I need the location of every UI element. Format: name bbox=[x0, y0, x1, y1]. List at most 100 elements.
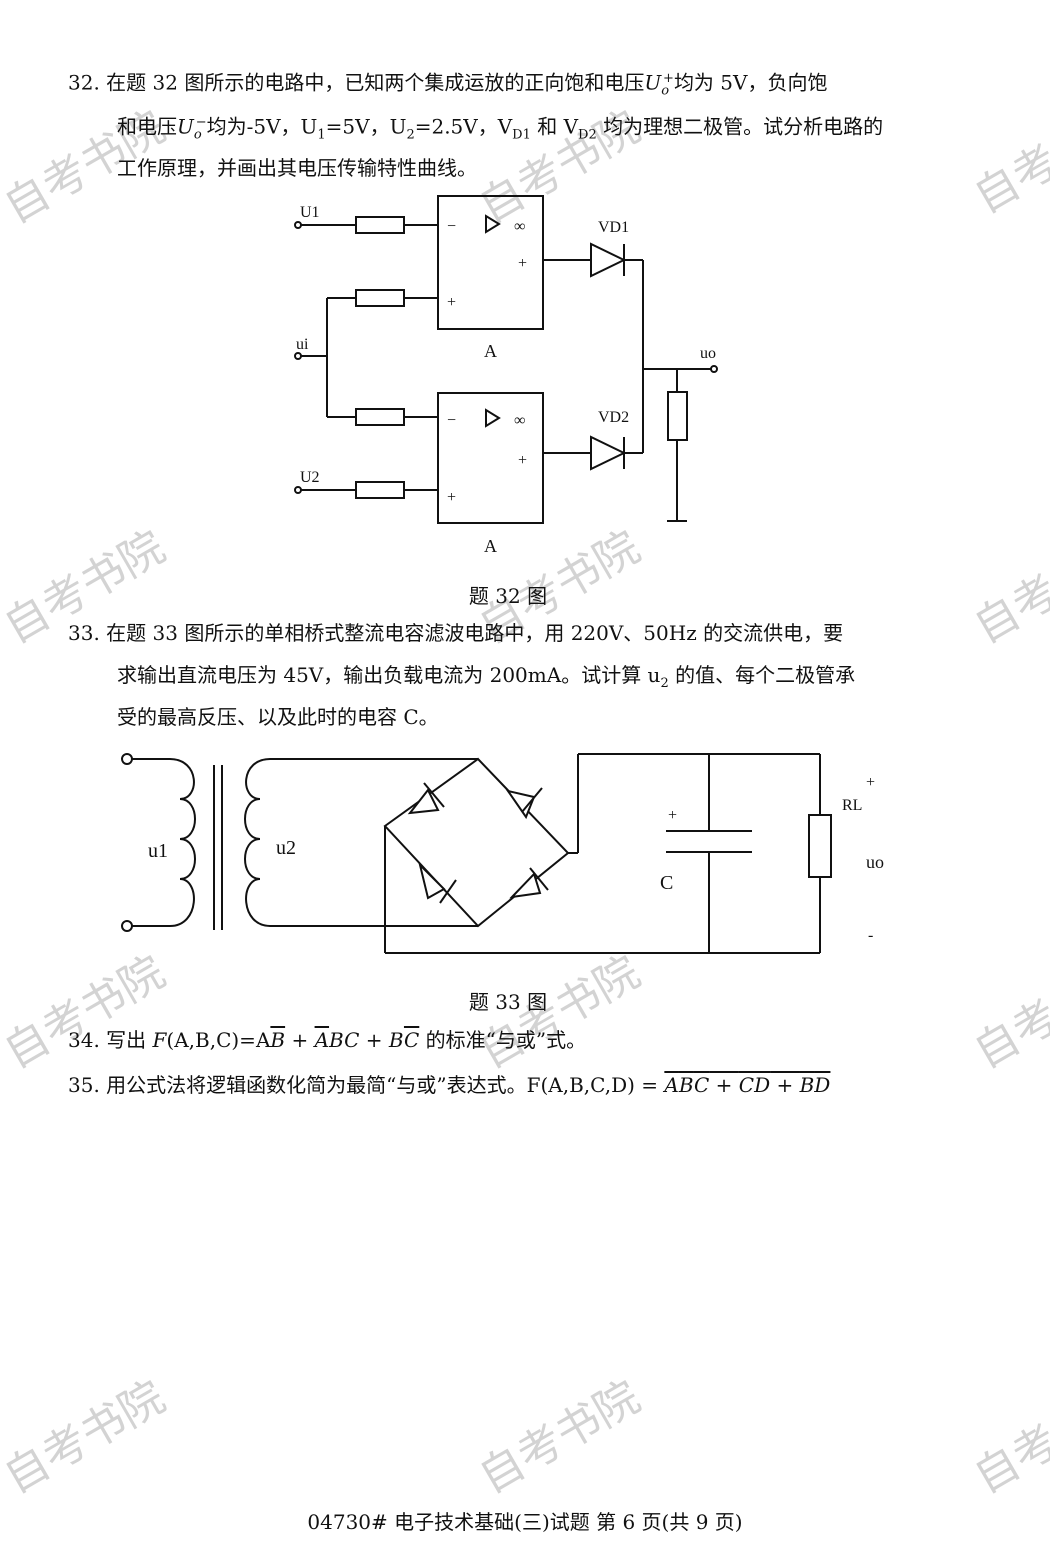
q32-sub: D1 bbox=[512, 127, 531, 143]
figure-33-circuit: u1 u2 + C RL + uo - bbox=[121, 753, 884, 954]
op-amp-minus: − bbox=[447, 412, 456, 429]
figure-33-caption: 题 33 图 bbox=[468, 990, 548, 1014]
primary-coil bbox=[132, 758, 196, 927]
q32-line-1: 32. 在题 32 图所示的电路中，已知两个集成运放的正向饱和电压Uo+均为 5… bbox=[68, 70, 828, 99]
q32-uo-symbol: U bbox=[177, 114, 194, 139]
label-out-minus: - bbox=[868, 927, 873, 944]
page-footer: 04730# 电子技术基础(三)试题 第 6 页(共 9 页) bbox=[307, 1510, 743, 1534]
label-u1: U1 bbox=[300, 204, 320, 221]
q33-line-3: 受的最高反压、以及此时的电容 C。 bbox=[117, 702, 439, 732]
label-u2: u2 bbox=[276, 837, 296, 859]
q34-text: (A,B,C)=A bbox=[166, 1028, 271, 1052]
label-amp-a: A bbox=[484, 341, 497, 361]
q34-function: F bbox=[152, 1028, 167, 1052]
label-u1: u1 bbox=[148, 840, 168, 862]
op-amp-triangle-icon bbox=[485, 214, 501, 234]
q32-sub: 1 bbox=[317, 127, 326, 143]
q32-uo-sup: + bbox=[663, 71, 674, 86]
q33-line-2: 求输出直流电压为 45V，输出负载电流为 200mA。试计算 u2 的值、每个二… bbox=[117, 660, 855, 699]
diode-icon bbox=[509, 872, 542, 899]
q35-expression: ABC + CD + BD bbox=[664, 1073, 830, 1097]
bridge-rectifier bbox=[383, 757, 570, 928]
op-amp-plus: + bbox=[447, 294, 456, 311]
q35-line: 35. 用公式法将逻辑函数化简为最简“与或”表达式。F(A,B,C,D) = A… bbox=[68, 1073, 831, 1097]
q32-uo-sup: − bbox=[195, 115, 207, 130]
resistor bbox=[355, 289, 405, 307]
q32-uo-sub: o bbox=[193, 127, 202, 143]
q32-text: 均为 5V，负向饱 bbox=[673, 70, 828, 95]
op-amp-b bbox=[437, 392, 544, 524]
q32-text: =5V，U bbox=[325, 114, 407, 139]
label-uo: uo bbox=[700, 345, 716, 362]
q34-text: + bbox=[285, 1028, 315, 1052]
op-amp-a bbox=[437, 195, 544, 330]
diode-icon bbox=[407, 788, 440, 815]
label-u2: U2 bbox=[300, 469, 320, 486]
label-cap-plus: + bbox=[668, 807, 677, 824]
q33-text: 受的最高反压、以及此时的电容 C。 bbox=[117, 705, 439, 729]
q32-text: 和 V bbox=[530, 114, 579, 139]
q35-term: C bbox=[738, 1073, 755, 1097]
op-amp-infinity: ∞ bbox=[514, 412, 525, 429]
q32-text: 均为理想二极管。试分析电路的 bbox=[596, 114, 884, 139]
watermark: 自考书院 bbox=[470, 1371, 649, 1504]
secondary-coil bbox=[244, 758, 271, 927]
load-resistor bbox=[667, 391, 688, 441]
label-out-plus: + bbox=[866, 774, 875, 791]
q35-text: + bbox=[770, 1073, 800, 1097]
op-amp-triangle-icon bbox=[485, 408, 501, 428]
diode-vd1-icon bbox=[590, 242, 627, 278]
q32-uo-symbol: U bbox=[644, 70, 662, 95]
diode-icon bbox=[418, 861, 446, 900]
op-amp-minus: − bbox=[447, 218, 456, 235]
diode-icon bbox=[505, 789, 536, 820]
q33-text: 求输出直流电压为 45V，输出负载电流为 200mA。试计算 u bbox=[117, 663, 661, 687]
q34-text: 的标准“与或”式。 bbox=[419, 1028, 587, 1052]
q35-text: + bbox=[709, 1073, 739, 1097]
op-amp-plus-out: + bbox=[518, 452, 527, 469]
q35-number: 35 bbox=[68, 1073, 94, 1097]
q34-text: + B bbox=[359, 1028, 404, 1052]
resistor bbox=[355, 408, 405, 426]
q32-number: 32 bbox=[68, 70, 94, 95]
q34-number: 34 bbox=[68, 1028, 94, 1052]
label-vd1: VD1 bbox=[598, 219, 629, 236]
watermark: 自考书院 bbox=[0, 1371, 174, 1504]
q34-line: 34. 写出 F(A,B,C)=AB + ABC + BC 的标准“与或”式。 bbox=[68, 1028, 587, 1052]
figure-32-caption: 题 32 图 bbox=[468, 584, 548, 608]
q32-sub: D2 bbox=[578, 127, 597, 143]
q34-term: C bbox=[403, 1028, 420, 1052]
q32-text: 和电压 bbox=[117, 114, 177, 139]
label-amp-b: A bbox=[484, 536, 497, 556]
op-amp-infinity: ∞ bbox=[514, 218, 525, 235]
diode-vd2-icon bbox=[590, 435, 627, 471]
q33-sub: 2 bbox=[660, 676, 669, 691]
q32-text: 在题 32 图所示的电路中，已知两个集成运放的正向饱和电压 bbox=[106, 70, 645, 95]
watermark: 自考书院 bbox=[965, 1371, 1050, 1504]
q33-number: 33 bbox=[68, 621, 94, 645]
q34-term: BC bbox=[329, 1028, 360, 1052]
q34-term: A bbox=[314, 1028, 330, 1052]
q32-sub: 2 bbox=[406, 127, 415, 143]
q34-term: B bbox=[270, 1028, 286, 1052]
load-resistor-rl bbox=[808, 814, 832, 878]
q35-term: B bbox=[678, 1073, 694, 1097]
q32-text: =2.5V，V bbox=[414, 114, 513, 139]
label-uo: uo bbox=[866, 852, 884, 872]
q35-term: A bbox=[664, 1073, 679, 1097]
op-amp-plus: + bbox=[447, 489, 456, 506]
q35-term: D bbox=[754, 1073, 771, 1097]
q35-term: C bbox=[693, 1073, 710, 1097]
op-amp-plus-out: + bbox=[518, 255, 527, 272]
label-vd2: VD2 bbox=[598, 409, 629, 426]
q33-text: 在题 33 图所示的单相桥式整流电容滤波电路中，用 220V、50Hz 的交流供… bbox=[106, 621, 844, 645]
q33-line-1: 33. 在题 33 图所示的单相桥式整流电容滤波电路中，用 220V、50Hz … bbox=[68, 621, 844, 645]
q32-text: 均为-5V，U bbox=[206, 114, 318, 139]
q33-text: 的值、每个二极管承 bbox=[668, 663, 856, 687]
figure-32-circuit: U1 ui U2 uo VD1 VD2 − + + ∞ − + + ∞ A A bbox=[294, 195, 718, 556]
q34-text: 写出 bbox=[106, 1028, 153, 1052]
q35-text: 用公式法将逻辑函数化简为最简“与或”表达式。F(A,B,C,D) = bbox=[106, 1073, 665, 1097]
resistor bbox=[355, 216, 405, 234]
q35-term: B bbox=[799, 1073, 815, 1097]
q35-term: D bbox=[814, 1073, 831, 1097]
